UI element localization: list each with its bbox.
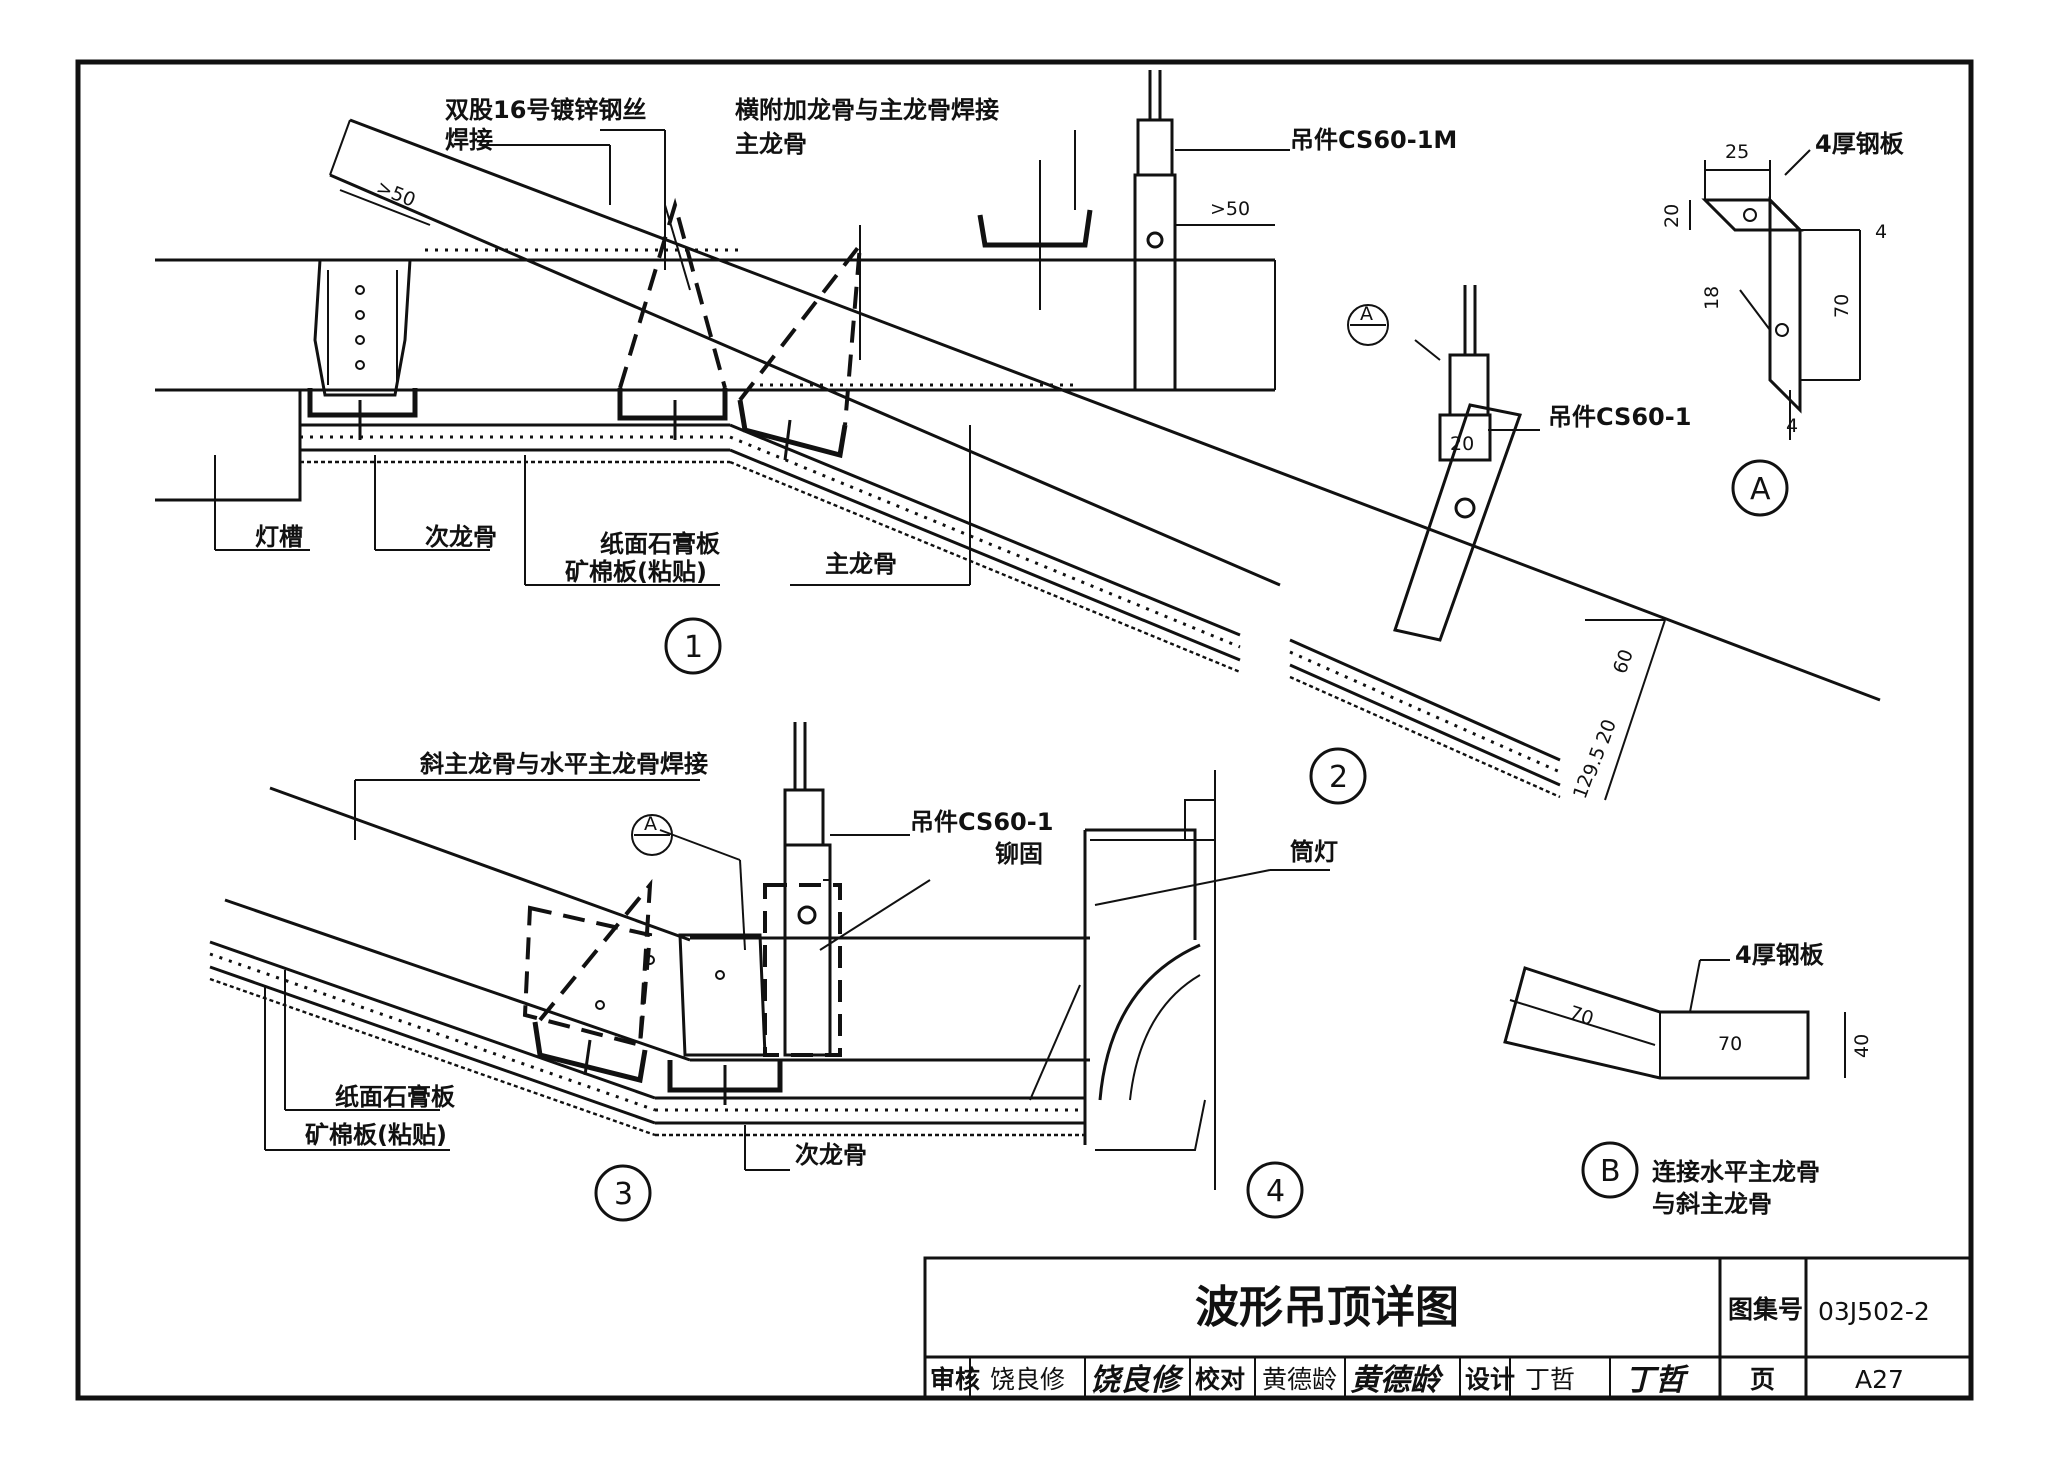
detail-label-a-text: A bbox=[1750, 472, 1771, 507]
detA-20: 20 bbox=[1661, 204, 1683, 228]
designer-name: 丁哲 bbox=[1525, 1365, 1575, 1394]
detA-70: 70 bbox=[1831, 294, 1853, 318]
section-marker-a-bottom bbox=[631, 814, 673, 856]
label-wire: 双股16号镀锌钢丝 bbox=[445, 96, 646, 124]
detB-70b: 70 bbox=[1718, 1033, 1742, 1055]
detail-label-a bbox=[1731, 459, 1789, 517]
label-hanger-1: 吊件CS60-1 bbox=[1548, 403, 1691, 431]
detail-number-4 bbox=[1246, 1161, 1304, 1219]
detA-25: 25 bbox=[1725, 141, 1749, 163]
label-main-keel-1: 主龙骨 bbox=[825, 550, 897, 578]
atlas-label: 图集号 bbox=[1728, 1295, 1803, 1324]
detail-number-2-text: 2 bbox=[1329, 760, 1348, 795]
dim-20: 20 bbox=[1592, 716, 1621, 746]
detail-1-2 bbox=[155, 70, 1881, 801]
detA-18: 18 bbox=[1701, 286, 1723, 310]
detail-number-1-text: 1 bbox=[684, 630, 703, 665]
design-label: 设计 bbox=[1465, 1365, 1515, 1394]
page-number: A27 bbox=[1855, 1365, 1904, 1394]
detail-number-3-text: 3 bbox=[614, 1177, 633, 1212]
detB-40: 40 bbox=[1851, 1034, 1873, 1058]
review-label: 审核 bbox=[930, 1365, 980, 1394]
detB-caption-2: 与斜主龙骨 bbox=[1652, 1190, 1772, 1218]
detB-plate: 4厚钢板 bbox=[1735, 941, 1825, 969]
label-downlight: 筒灯 bbox=[1290, 838, 1338, 866]
title-block: 波形吊顶详图 图集号 03J502-2 审核 饶良修 饶良修 校对 黄德龄 黄德… bbox=[923, 1256, 1973, 1400]
detail-number-2 bbox=[1309, 747, 1367, 805]
label-hanger-3: 吊件CS60-1 bbox=[910, 808, 1053, 836]
label-hanger-1m: 吊件CS60-1M bbox=[1290, 126, 1457, 154]
label-gypsum-1: 纸面石膏板 bbox=[600, 530, 721, 558]
reviewer-signature: 饶良修 bbox=[1090, 1363, 1184, 1398]
check-label: 校对 bbox=[1195, 1365, 1245, 1394]
page-label: 页 bbox=[1750, 1365, 1775, 1394]
detA-plate: 4厚钢板 bbox=[1815, 130, 1905, 158]
dim-60: 60 bbox=[1609, 646, 1638, 676]
detail-label-b bbox=[1581, 1141, 1639, 1199]
drawing-title: 波形吊顶详图 bbox=[1195, 1282, 1459, 1333]
label-sub-keel-1: 次龙骨 bbox=[425, 523, 497, 551]
dim-50-b: >50 bbox=[1210, 198, 1250, 220]
dim-20-mid: 20 bbox=[1450, 433, 1474, 455]
label-light-slot: 灯槽 bbox=[255, 523, 303, 551]
label-cross-weld: 横附加龙骨与主龙骨焊接 bbox=[735, 96, 999, 124]
designer-signature: 丁哲 bbox=[1625, 1363, 1689, 1398]
label-incline-weld: 斜主龙骨与水平主龙骨焊接 bbox=[419, 750, 708, 778]
detail-a bbox=[1689, 149, 1861, 440]
detB-caption-1: 连接水平主龙骨 bbox=[1652, 1158, 1820, 1186]
atlas-number: 03J502-2 bbox=[1818, 1297, 1930, 1326]
detail-number-3 bbox=[594, 1164, 652, 1222]
detail-number-4-text: 4 bbox=[1266, 1174, 1285, 1209]
label-main-keel-top: 主龙骨 bbox=[735, 130, 807, 158]
detA-4a: 4 bbox=[1875, 221, 1887, 243]
section-marker-a-top bbox=[1347, 304, 1389, 346]
marker-a-bottom: A bbox=[644, 813, 657, 835]
checker-signature: 黄德龄 bbox=[1350, 1363, 1444, 1398]
detA-4b: 4 bbox=[1786, 415, 1798, 437]
marker-a-top: A bbox=[1360, 303, 1373, 325]
detail-b bbox=[1503, 959, 1846, 1080]
detail-label-b-text: B bbox=[1600, 1154, 1621, 1189]
label-weld: 焊接 bbox=[445, 126, 493, 154]
label-gypsum-3: 纸面石膏板 bbox=[335, 1083, 456, 1111]
reviewer-name: 饶良修 bbox=[990, 1365, 1065, 1394]
label-sub-keel-3: 次龙骨 bbox=[795, 1141, 867, 1169]
detail-3-4 bbox=[209, 722, 1330, 1190]
label-layer: 双股16号镀锌钢丝 焊接 横附加龙骨与主龙骨焊接 主龙骨 吊件CS60-1M >… bbox=[255, 96, 1905, 1222]
label-mineral-3: 矿棉板(粘贴) bbox=[305, 1121, 447, 1149]
detail-number-1 bbox=[664, 617, 722, 675]
label-mineral-1: 矿棉板(粘贴) bbox=[565, 558, 707, 586]
checker-name: 黄德龄 bbox=[1262, 1365, 1337, 1394]
label-rivet: 铆固 bbox=[995, 840, 1043, 868]
